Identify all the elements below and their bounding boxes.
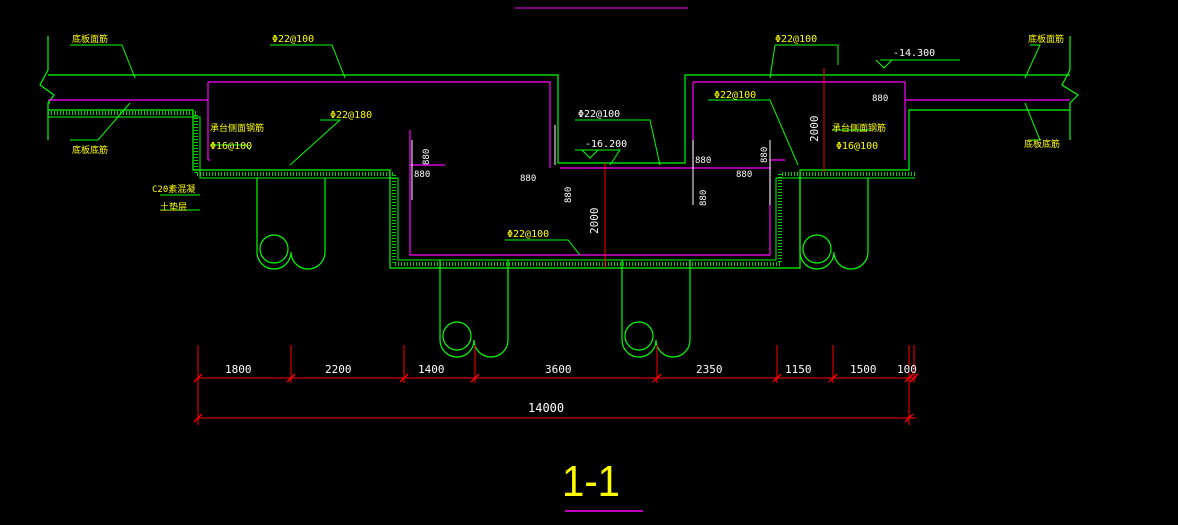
bottom-dim-5: 1150: [785, 363, 812, 376]
rebar-lines: [48, 81, 1070, 256]
bottom-dim-4: 2350: [696, 363, 723, 376]
dim-2000-right: 2000: [808, 116, 821, 143]
bottom-dim-6: 1500: [850, 363, 877, 376]
c20-cushion-layer: [48, 111, 915, 266]
dim-880-b: 880: [520, 174, 536, 184]
dim-880-d: 880: [695, 156, 711, 166]
label-bar-right-top: Φ22@100: [775, 34, 817, 45]
dim-880-a: 880: [414, 170, 430, 180]
label-bar-mid-top: Φ22@100: [578, 109, 620, 120]
label-left-top-bars: 底板面筋: [72, 33, 108, 45]
label-left-bottom-bars: 底板底筋: [72, 144, 108, 156]
dimension-lines: [197, 68, 916, 425]
cushion-outer: [48, 116, 915, 261]
label-bar-mid-pit: Φ22@100: [507, 229, 549, 240]
label-side-rebar-left: 承台侧面钢筋: [210, 122, 264, 134]
white-markers: [411, 125, 771, 205]
label-side-rebar-right-spec: Φ16@100: [836, 141, 878, 152]
bottom-dim-0: 1800: [225, 363, 252, 376]
label-bar-left-side: Φ22@180: [330, 110, 372, 121]
leader-lines: [70, 44, 1041, 256]
dim-2000-left: 2000: [588, 208, 601, 235]
label-bar-left-top: Φ22@100: [272, 34, 314, 45]
piles: [256, 178, 869, 358]
label-c20-cushion: C20素混凝: [152, 183, 195, 195]
dimension-ticks: [193, 373, 919, 423]
label-right-bottom-bars: 底板底筋: [1024, 138, 1060, 150]
dim-880-i: 880: [760, 147, 770, 163]
total-dim: 14000: [528, 401, 564, 415]
label-right-top-bars: 底板面筋: [1028, 33, 1064, 45]
label-c20-cushion-2: 土垫层: [160, 201, 187, 213]
dim-880-e: 880: [872, 94, 888, 104]
concrete-outline: [39, 36, 1079, 269]
dim-880-g: 880: [564, 187, 574, 203]
bottom-dim-3: 3600: [545, 363, 572, 376]
dim-880-h: 880: [699, 190, 709, 206]
label-elev-mid: -16.200: [585, 139, 627, 150]
bottom-dim-7: 100: [897, 363, 917, 376]
section-title: 1-1: [562, 457, 620, 506]
dim-880-c: 880: [736, 170, 752, 180]
label-bar-right-side: Φ22@100: [714, 90, 756, 101]
bottom-dim-2: 1400: [418, 363, 445, 376]
bottom-dim-1: 2200: [325, 363, 352, 376]
label-side-rebar-right: 承台侧面钢筋: [832, 122, 886, 134]
label-side-rebar-left-spec: Φ16@100: [210, 141, 252, 152]
dim-880-f: 880: [422, 149, 432, 165]
label-elev-top: -14.300: [893, 48, 935, 59]
